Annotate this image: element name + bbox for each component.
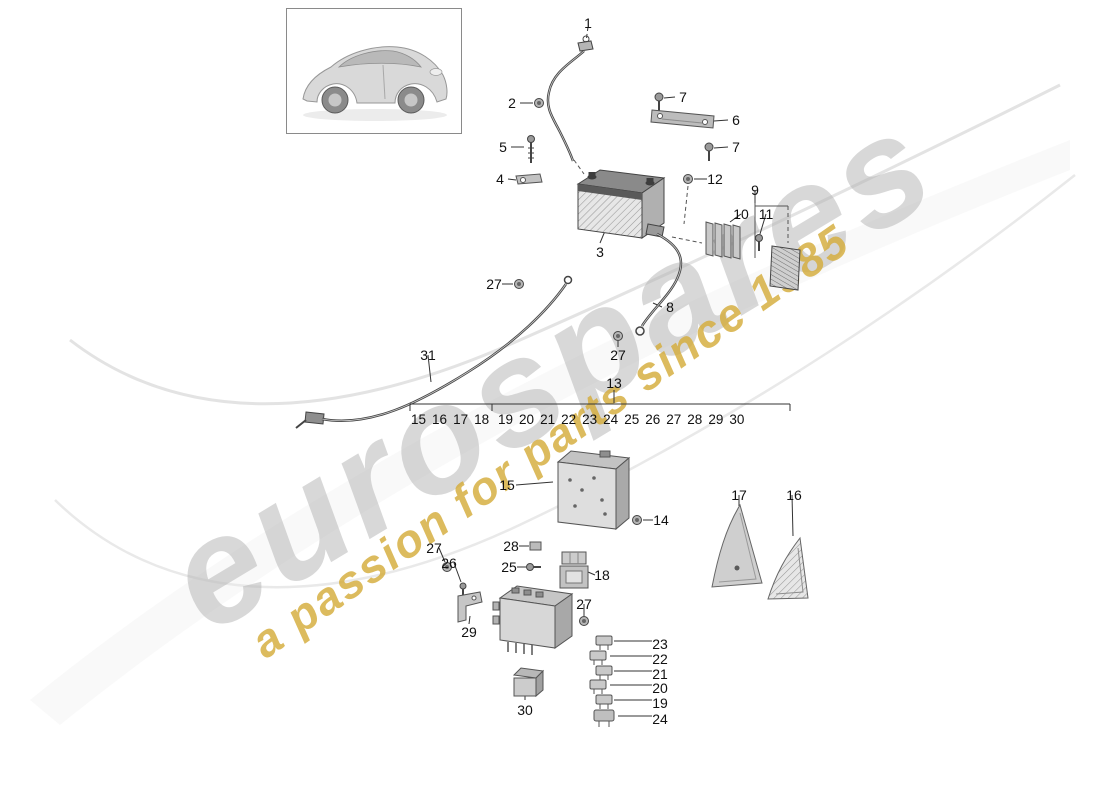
fuse-box-main bbox=[492, 585, 574, 655]
index-number-23: 23 bbox=[582, 412, 598, 427]
swoosh-curve-top bbox=[69, 83, 1061, 406]
leader-lines bbox=[427, 26, 794, 717]
index-row-group-2: 19 20 21 22 23 24 25 26 27 28 29 30 bbox=[498, 412, 744, 427]
index-number-16: 16 bbox=[432, 412, 448, 427]
part-27-nut-a bbox=[514, 279, 524, 289]
vehicle-thumbnail-frame bbox=[286, 8, 462, 134]
index-number-24: 24 bbox=[603, 412, 619, 427]
part-12-nut bbox=[683, 174, 693, 184]
part-3-battery bbox=[576, 169, 666, 239]
index-number-30: 30 bbox=[729, 412, 745, 427]
part-9-hatched-cover bbox=[769, 245, 801, 291]
part-18-bracket bbox=[559, 551, 589, 589]
part-25-screw bbox=[526, 563, 541, 571]
index-number-28: 28 bbox=[687, 412, 703, 427]
part-20-fuse bbox=[589, 679, 607, 694]
part-9-carrier-frame bbox=[754, 203, 788, 258]
part-17-trim-panel bbox=[711, 503, 763, 588]
part-21-fuse bbox=[595, 665, 613, 680]
index-number-20: 20 bbox=[519, 412, 535, 427]
index-number-15: 15 bbox=[411, 412, 427, 427]
part-4-bracket bbox=[515, 173, 543, 185]
part-1-battery-cable bbox=[546, 35, 594, 162]
part-7-bolt-upper bbox=[654, 92, 664, 111]
part-22-fuse bbox=[589, 650, 607, 665]
part-27-nut-d bbox=[579, 616, 589, 626]
part-5-screw bbox=[527, 135, 535, 163]
part-27-nut-b bbox=[613, 331, 623, 341]
car-door-line bbox=[382, 64, 386, 100]
part-8-ground-cable bbox=[635, 223, 683, 336]
part-7-bolt-lower bbox=[704, 142, 714, 161]
swoosh-band bbox=[30, 140, 1070, 725]
car-glasshouse bbox=[337, 50, 422, 68]
index-number-17: 17 bbox=[453, 412, 469, 427]
part-23-fuse bbox=[595, 635, 613, 650]
part-16-trim-panel bbox=[767, 536, 809, 600]
part-19-fuse bbox=[595, 694, 613, 709]
part-14-nut bbox=[632, 515, 642, 525]
index-row-group-1: 15 16 17 18 bbox=[411, 412, 489, 427]
part-31-cable-harness bbox=[295, 275, 573, 429]
car-headlight bbox=[429, 68, 443, 76]
index-number-29: 29 bbox=[708, 412, 724, 427]
index-number-27: 27 bbox=[666, 412, 682, 427]
part-11-screw bbox=[755, 234, 763, 251]
fuse-items bbox=[589, 635, 615, 727]
part-27-nut-c bbox=[442, 562, 452, 572]
index-number-21: 21 bbox=[540, 412, 556, 427]
part-24-fuse bbox=[593, 709, 615, 727]
part-6-hold-down-strap bbox=[650, 109, 715, 129]
index-number-25: 25 bbox=[624, 412, 640, 427]
part-2-nut bbox=[534, 98, 544, 108]
car-rear-wheel-hub bbox=[404, 93, 418, 107]
part-13-index-bracket bbox=[409, 403, 791, 411]
index-number-18: 18 bbox=[474, 412, 490, 427]
assembly-dashed-lines bbox=[573, 159, 789, 244]
car-front-wheel-hub bbox=[328, 93, 342, 107]
swoosh-curve-bottom bbox=[54, 174, 1076, 589]
part-10-fuse-holder bbox=[705, 221, 741, 260]
vehicle-thumbnail-drawing bbox=[302, 46, 448, 121]
part-29-bracket bbox=[457, 591, 483, 623]
part-30-relay bbox=[512, 667, 545, 698]
index-number-26: 26 bbox=[645, 412, 661, 427]
index-number-19: 19 bbox=[498, 412, 514, 427]
index-number-22: 22 bbox=[561, 412, 577, 427]
part-15-control-box bbox=[556, 450, 631, 531]
part-28-clip bbox=[529, 541, 542, 551]
